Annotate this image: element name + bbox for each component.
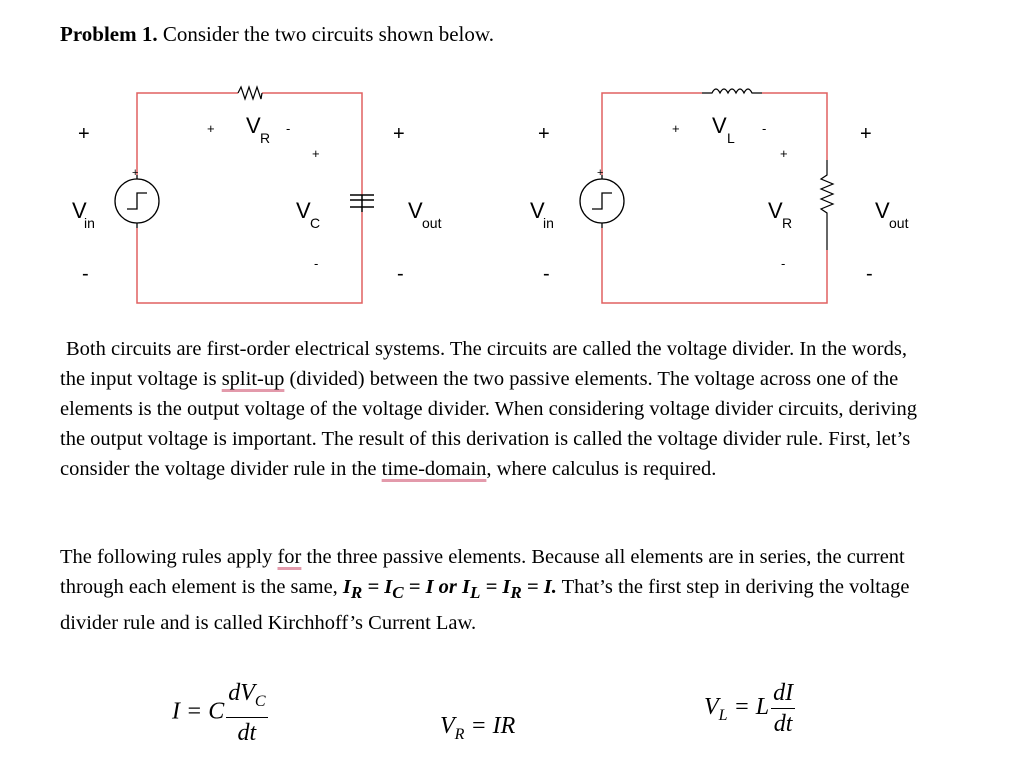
c1-vout-v: V <box>408 198 423 223</box>
c1-vr-plus: + <box>207 121 215 136</box>
p1-word-time-domain: time-domain <box>381 458 487 480</box>
c1-src-plus: + <box>132 167 138 179</box>
circuit1-resistor <box>237 85 263 101</box>
c2-vr-v: V <box>768 198 783 223</box>
circuit1-capacitor <box>350 194 374 212</box>
c1-vout-sub: out <box>422 215 442 231</box>
c2-vin-plus: + <box>538 123 550 145</box>
c1-vr-v: V <box>246 113 261 138</box>
c2-vr-plus: + <box>780 146 788 161</box>
c2-vl-minus: - <box>762 121 766 136</box>
p2-text-3: That’s the first step in deriving the vo… <box>60 576 910 635</box>
c1-vout-plus: + <box>393 123 405 145</box>
c2-vl-plus: + <box>672 121 680 136</box>
circuit2-inductor <box>702 88 762 95</box>
c2-vr-sub: R <box>782 215 792 231</box>
c2-vin-v: V <box>530 198 545 223</box>
p1-text-2: (divided) between the two passive elemen… <box>60 368 917 480</box>
c1-vc-plus: + <box>312 146 320 161</box>
circuit2-wires <box>601 92 828 304</box>
c1-vin-plus: + <box>78 123 90 145</box>
p2-text-2: the three passive elements. Because all … <box>60 546 905 598</box>
c1-vr-sub: R <box>260 130 270 146</box>
circuit2-source <box>579 175 625 228</box>
problem-intro: Consider the two circuits shown below. <box>162 22 494 46</box>
c2-vout-minus: - <box>866 263 873 285</box>
c1-vc-v: V <box>296 198 311 223</box>
c1-vc-sub: C <box>310 215 320 231</box>
circuit2-labels: + V in - + V L - + V R - + V out - + <box>530 113 909 285</box>
c2-vout-v: V <box>875 198 890 223</box>
p2-word-for: for <box>277 546 302 568</box>
c1-vc-minus: - <box>314 256 318 271</box>
circuit1-labels: + V in - + V R - + V C - + V out - + <box>72 113 442 285</box>
c2-src-plus: + <box>597 167 603 179</box>
resistor-equation: VR = IR <box>440 713 516 743</box>
p1-word-split-up: split-up <box>221 368 285 390</box>
p2-text-1: The following rules apply <box>60 546 278 568</box>
p2-current-equation: IR = IC = I or IL = IR = I. <box>342 576 557 603</box>
c1-vr-minus: - <box>286 121 290 136</box>
problem-heading: Problem 1. Consider the two circuits sho… <box>60 22 494 47</box>
c1-vout-minus: - <box>397 263 404 285</box>
p1-text-1: Both circuits are first-order electrical… <box>60 338 907 390</box>
circuit-diagrams: + V in - + V R - + V C - + V out - + + V… <box>72 85 909 304</box>
paragraph-passive-rules: The following rules apply for the three … <box>60 542 920 638</box>
c2-vin-minus: - <box>543 263 550 285</box>
c2-vout-sub: out <box>889 215 909 231</box>
c1-vin-minus: - <box>82 263 89 285</box>
c2-vl-v: V <box>712 113 727 138</box>
c2-vout-plus: + <box>860 123 872 145</box>
circuit1-source <box>114 175 160 228</box>
circuit1-wires <box>136 92 363 304</box>
p1-text-3: , where calculus is required. <box>486 458 717 480</box>
c2-vin-sub: in <box>543 215 554 231</box>
c1-vin-v: V <box>72 198 87 223</box>
circuit2-resistor <box>819 160 835 250</box>
problem-label: Problem 1. <box>60 22 158 46</box>
paragraph-voltage-divider: Both circuits are first-order electrical… <box>60 334 920 484</box>
c1-vin-sub: in <box>84 215 95 231</box>
c2-vr-minus: - <box>781 256 785 271</box>
c2-vl-sub: L <box>727 130 735 146</box>
